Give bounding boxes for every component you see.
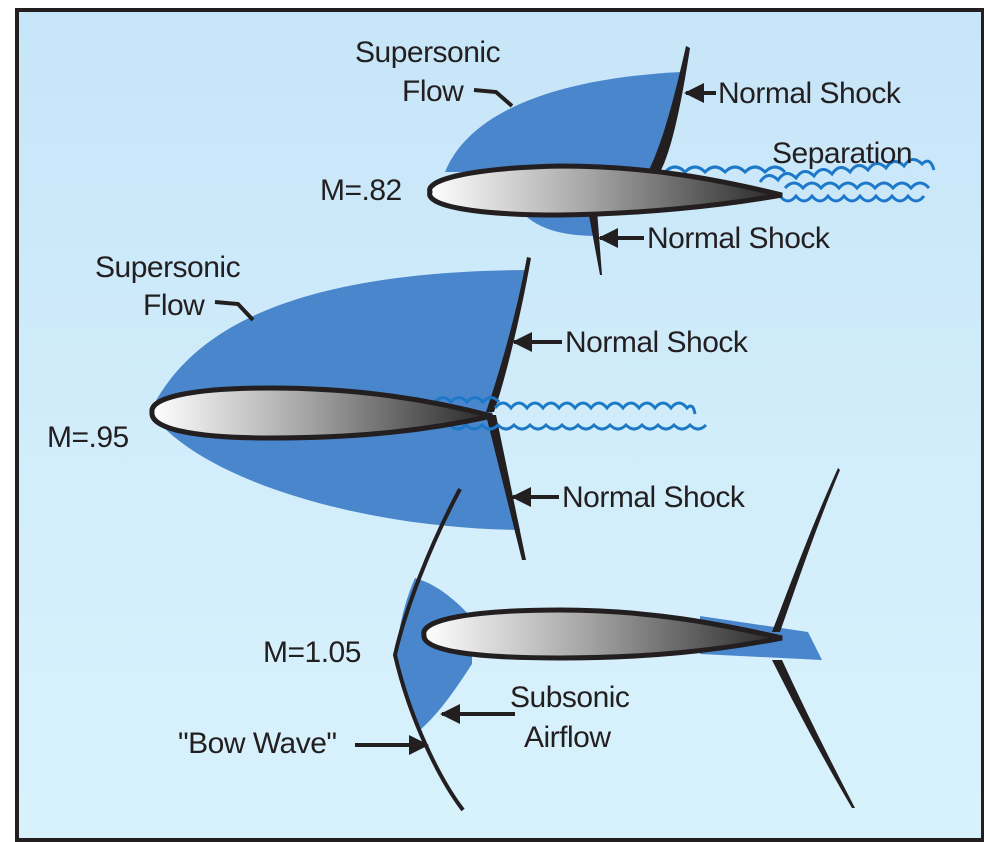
airfoil-m082: [427, 163, 783, 218]
separation-vortices: [433, 396, 708, 431]
normal-shock-upper: [648, 46, 690, 172]
separation-vortices: [663, 158, 936, 203]
normal-shock-lower: [486, 415, 526, 560]
panel-m082: Supersonic Flow Normal Shock Separation …: [320, 36, 936, 275]
trailing-shock-lower: [772, 660, 855, 808]
label-flow-m095: Flow: [143, 289, 205, 322]
panel-m105: M=1.05 Subsonic Airflow "Bow Wave": [178, 468, 855, 812]
label-separation: Separation: [772, 137, 912, 170]
label-flow-m082: Flow: [402, 75, 464, 108]
normal-shock-upper: [486, 257, 531, 412]
label-normal-shock-upper-m082: Normal Shock: [718, 77, 902, 110]
leader-supersonic-m095: [214, 300, 255, 322]
panel-m095: Supersonic Flow Normal Shock M=.95 Norma…: [47, 251, 749, 560]
leader-supersonic-m082: [473, 88, 514, 108]
bow-wave: [392, 488, 465, 812]
trailing-shock-upper: [772, 468, 840, 632]
label-normal-shock-upper-m095: Normal Shock: [565, 326, 749, 359]
label-normal-shock-lower-m082: Normal Shock: [647, 222, 831, 255]
label-bow-wave: "Bow Wave": [178, 727, 337, 760]
normal-shock-lower: [588, 210, 602, 275]
airfoil-m105: [421, 607, 783, 661]
label-airflow: Airflow: [524, 721, 611, 754]
label-mach-095: M=.95: [47, 421, 129, 454]
label-normal-shock-lower-m095: Normal Shock: [562, 481, 746, 514]
airfoil-m095: [149, 385, 493, 441]
label-mach-105: M=1.05: [263, 636, 361, 669]
label-subsonic: Subsonic: [510, 681, 630, 714]
label-mach-082: M=.82: [320, 174, 402, 207]
label-supersonic-m095: Supersonic: [95, 251, 241, 284]
supersonic-flow-region: [445, 72, 682, 172]
label-supersonic-m082: Supersonic: [355, 36, 501, 69]
